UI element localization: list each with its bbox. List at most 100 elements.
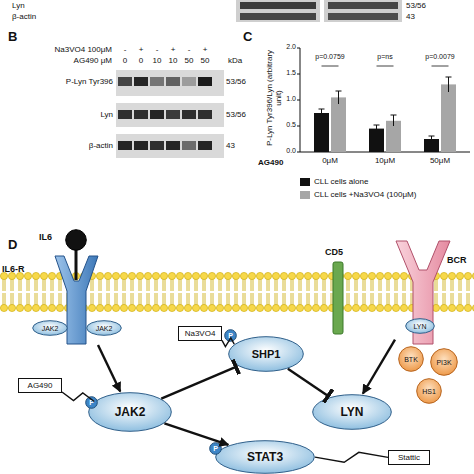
blot-band	[150, 110, 164, 119]
bar	[331, 97, 346, 152]
kinase-circle-shape	[431, 349, 458, 376]
kda-value: 43	[406, 12, 415, 21]
ligand-circle-outline	[65, 229, 87, 251]
kinase-circle-label: BTK	[398, 346, 424, 372]
legend-swatch	[300, 178, 310, 186]
blot-band	[198, 141, 212, 150]
blot-band	[134, 77, 148, 86]
treatment-sign: -	[188, 45, 191, 54]
group-label: 50μM	[430, 156, 450, 165]
phosphatase-oval: SHP1P	[228, 336, 304, 372]
panel-letter: C	[243, 30, 252, 45]
kda-value: 43	[226, 141, 235, 150]
axis-tick: 0.0	[286, 147, 296, 155]
kda-value: 53/56	[226, 77, 246, 86]
blot-band	[240, 13, 316, 20]
blot-band	[198, 110, 212, 119]
kinase-oval-shape	[313, 395, 392, 430]
phospho-mark-label: P	[85, 396, 98, 409]
ligand-stalk	[75, 250, 78, 280]
kinase-circle-label: PI3K	[430, 348, 458, 376]
receptor-symbol-label: IL6-R	[2, 265, 25, 274]
group-label: 10μM	[375, 156, 395, 165]
kinase-oval: JAK2	[32, 320, 68, 336]
receptor-symbol: BCRLYN	[395, 240, 451, 345]
phosphatase-oval-shape	[229, 337, 304, 372]
kinase-oval-label: LYN	[405, 318, 435, 334]
blot-band	[328, 13, 398, 20]
axis-tick-mark	[297, 100, 300, 101]
blot-band	[182, 141, 196, 150]
axis-tick-mark	[297, 126, 300, 127]
phospho-mark-label: P	[209, 442, 222, 455]
blot-membrane	[324, 0, 402, 22]
blot-band	[166, 141, 180, 150]
p-value: p=0.0079	[425, 53, 454, 61]
axis-tick: 2.0	[286, 43, 296, 51]
kda-header: kDa	[228, 56, 242, 65]
blot-label: Lyn	[12, 1, 25, 10]
blot-band	[118, 77, 132, 86]
blot-band	[240, 2, 316, 9]
coreceptor-bar: CD5	[333, 262, 343, 334]
blot-band	[150, 77, 164, 86]
receptor-symbol-label: BCR	[447, 256, 467, 265]
blot-band	[166, 77, 180, 86]
blot-band	[118, 141, 132, 150]
dose-value: 50	[185, 56, 194, 65]
legend-text: CLL cells +Na3VO4 (100μM)	[314, 190, 416, 200]
panel-letter: B	[8, 30, 17, 45]
drug-bolt	[315, 452, 388, 462]
kinase-circle-label: HS1	[416, 378, 442, 404]
inhibitor-box-label: Na3VO4	[179, 327, 221, 340]
kinase-circle-shape	[417, 379, 442, 404]
bar	[369, 129, 384, 152]
activation-arrow	[98, 345, 120, 392]
legend-swatch	[300, 191, 310, 199]
dose-value: 10	[153, 56, 162, 65]
group-label: 0μM	[322, 156, 338, 165]
phosphatase-oval-label: SHP1	[228, 336, 304, 372]
treatment-sign: +	[139, 45, 144, 54]
ligand-circle-label: IL6	[39, 233, 52, 242]
kinase-oval: JAK2	[86, 320, 122, 336]
blot-band	[134, 141, 148, 150]
blot-band	[182, 77, 196, 86]
p-value: p=ns	[377, 53, 392, 61]
blot-band	[118, 110, 132, 119]
bar	[441, 84, 456, 152]
coreceptor-bar-label: CD5	[325, 248, 343, 257]
ligand-circle-shape	[66, 230, 87, 251]
blot-band	[166, 110, 180, 119]
kinase-oval-shape	[89, 393, 172, 432]
blot-label: P-Lyn Tyr396	[66, 77, 113, 86]
kinase-oval-shape	[406, 319, 435, 334]
axis-tick: 0.5	[286, 121, 296, 129]
inhibitor-box: AG490	[18, 378, 62, 393]
activation-arrow	[164, 423, 228, 444]
blot-band	[150, 141, 164, 150]
transcription-factor-oval-shape	[216, 441, 315, 474]
inhibitor-box-label: Stattic	[389, 451, 429, 464]
drug-bolt	[222, 338, 234, 347]
axis-title: P-Lyn Tyr396/Lyn (arbitrary unit)	[265, 43, 283, 153]
kda-value: 53/56	[226, 110, 246, 119]
axis-tick-mark	[297, 74, 300, 75]
dose-value: 0	[123, 56, 127, 65]
receptor-symbol-shape	[396, 241, 450, 344]
blot-band	[182, 110, 196, 119]
error-bar	[319, 77, 452, 142]
legend-text: CLL cells alone	[314, 177, 368, 187]
blot-band	[328, 2, 398, 9]
phospho-mark: P	[224, 329, 237, 342]
activation-arrow	[363, 340, 395, 394]
dose-value: 50	[201, 56, 210, 65]
treatment-sign: +	[171, 45, 176, 54]
kinase-oval: JAK2P	[88, 392, 172, 432]
phospho-mark: P	[85, 396, 98, 409]
axis-tick-mark	[297, 48, 300, 49]
transcription-factor-oval-label: STAT3	[215, 440, 315, 474]
blot-membrane	[116, 70, 224, 96]
